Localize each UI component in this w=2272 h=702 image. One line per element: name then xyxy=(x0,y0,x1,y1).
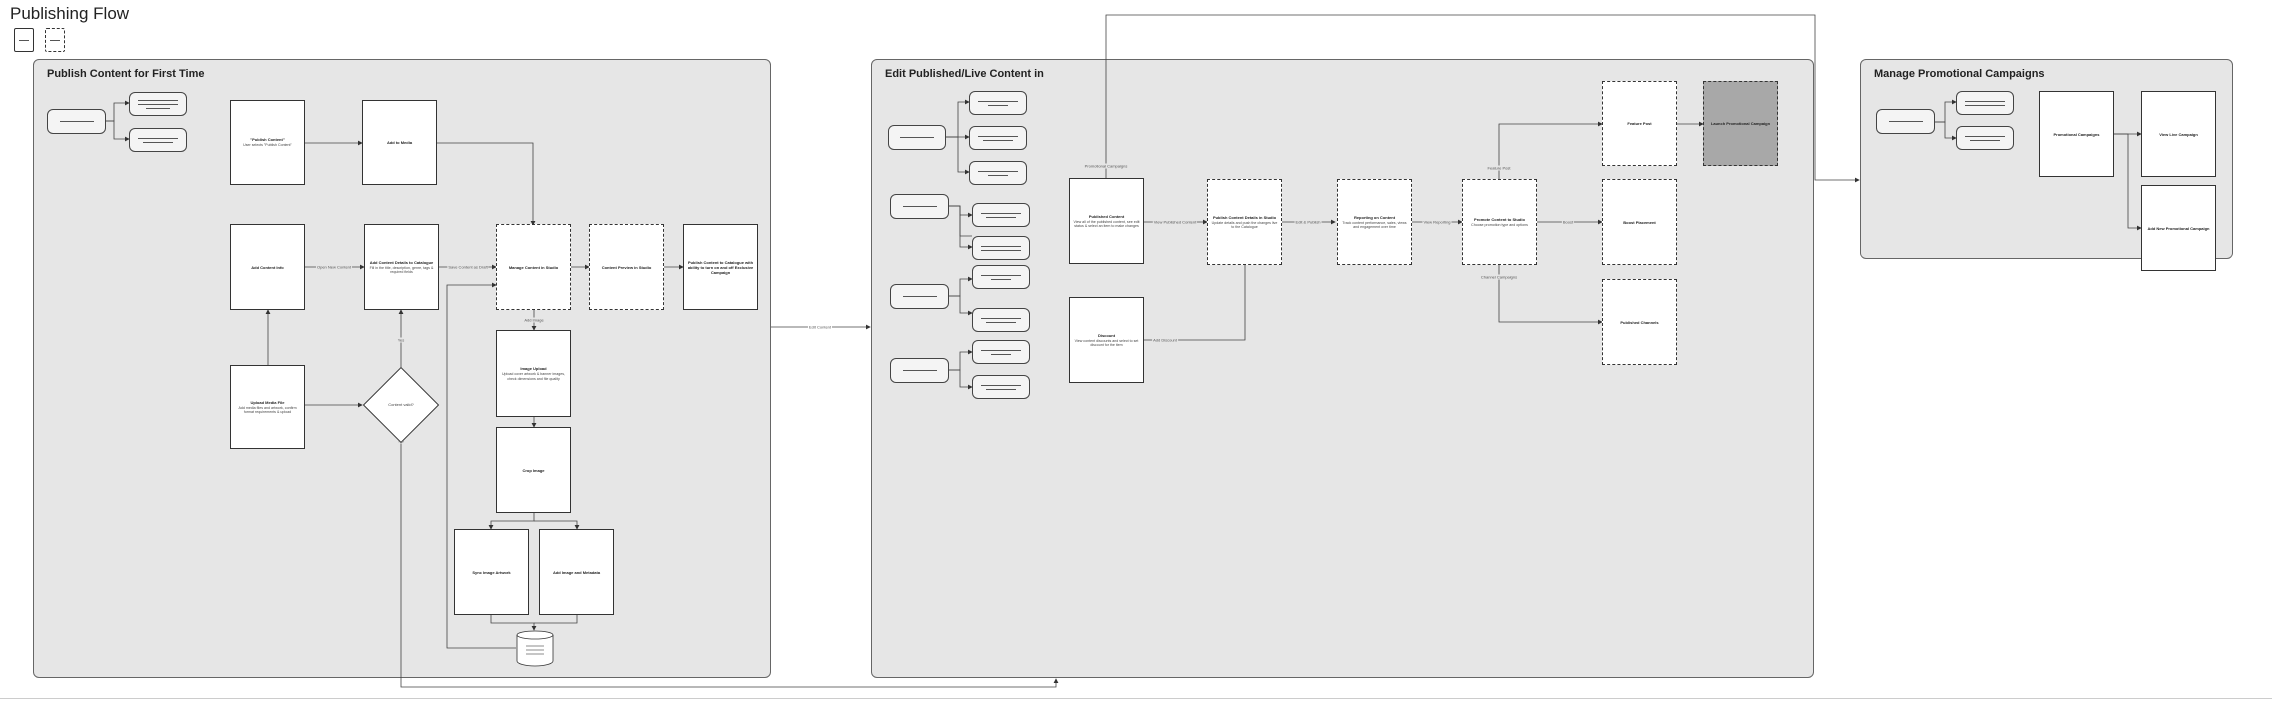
edge-label-edit-publish: Edit & Publish xyxy=(1294,219,1322,225)
node-add-details[interactable]: Add Content Details to Catalogue Fill in… xyxy=(364,224,439,310)
legend-dashed-box xyxy=(45,28,65,52)
bottom-divider xyxy=(0,698,2272,699)
node-discount[interactable]: Discount View content discounts and sele… xyxy=(1069,297,1144,383)
list-item-pill[interactable] xyxy=(972,236,1030,260)
edge-label-add-discount: Add Discount xyxy=(1152,337,1178,343)
node-feature-dark[interactable]: Launch Promotional Campaign xyxy=(1703,81,1778,166)
node-publish-content[interactable]: "Publish Content" User selects "Publish … xyxy=(230,100,305,185)
list-item-pill[interactable] xyxy=(888,125,946,150)
edge-label-save-draft: Save Content as Draft xyxy=(447,264,489,270)
edge-label-feature: Feature Post xyxy=(1486,165,1512,171)
list-item-pill[interactable] xyxy=(1876,109,1935,134)
group-title-first-time: Publish Content for First Time xyxy=(47,68,205,80)
list-item-pill[interactable] xyxy=(972,265,1030,289)
edge-label-add-image: Add Image xyxy=(523,317,545,323)
list-item-pill[interactable] xyxy=(972,340,1030,364)
edge-label-boost: Boost xyxy=(1561,219,1575,225)
database-icon xyxy=(516,630,554,667)
node-publish-settings[interactable]: Publish Content to Catalogue with abilit… xyxy=(683,224,758,310)
node-feature-post[interactable]: Feature Post xyxy=(1602,81,1677,166)
list-item-pill[interactable] xyxy=(1956,126,2014,150)
node-content-preview[interactable]: Content Preview in Studio xyxy=(589,224,664,310)
node-reporting[interactable]: Reporting on Content Track content perfo… xyxy=(1337,179,1412,265)
node-add-image[interactable]: Add Image and Metadata xyxy=(539,529,614,615)
group-title-edit: Edit Published/Live Content in xyxy=(885,68,1044,80)
node-crop-image[interactable]: Crop Image xyxy=(496,427,571,513)
page-title: Publishing Flow xyxy=(10,4,130,23)
edge-label-view-reporting: View Reporting xyxy=(1422,219,1452,225)
edge-label-channels: Channel Campaigns xyxy=(1479,274,1519,280)
list-item-pill[interactable] xyxy=(1956,91,2014,115)
node-image-upload[interactable]: Image Upload Upload cover artwork & bann… xyxy=(496,330,571,417)
list-item-pill[interactable] xyxy=(890,194,949,219)
list-item-pill[interactable] xyxy=(972,308,1030,332)
edge-label-open-form: Open New Content xyxy=(315,264,353,270)
edge-label-view-details: View Published Content xyxy=(1152,219,1198,225)
list-item-pill[interactable] xyxy=(47,109,106,134)
node-add-campaign[interactable]: Add New Promotional Campaign xyxy=(2141,185,2216,271)
edge-label-promo-link: Promotional Campaigns xyxy=(1083,163,1129,169)
list-item-pill[interactable] xyxy=(969,126,1027,150)
node-boost-placement[interactable]: Boost Placement xyxy=(1602,179,1677,265)
list-item-pill[interactable] xyxy=(969,161,1027,185)
node-view-campaign[interactable]: View Live Campaign xyxy=(2141,91,2216,177)
node-promo-campaigns[interactable]: Promotional Campaigns xyxy=(2039,91,2114,177)
list-item-pill[interactable] xyxy=(890,284,949,309)
node-add-info[interactable]: Add Content Info xyxy=(230,224,305,310)
list-item-pill[interactable] xyxy=(972,375,1030,399)
group-title-promo: Manage Promotional Campaigns xyxy=(1874,68,2045,80)
legend-solid-box xyxy=(14,28,34,52)
list-item-pill[interactable] xyxy=(129,128,187,152)
node-sync-artwork[interactable]: Sync Image Artwork xyxy=(454,529,529,615)
decision-text: Content valid? xyxy=(388,402,414,407)
list-item-pill[interactable] xyxy=(890,358,949,383)
node-add-media[interactable]: Add to Media xyxy=(362,100,437,185)
node-published-content[interactable]: Published Content View all of the publis… xyxy=(1069,178,1144,264)
node-publish-update[interactable]: Publish Content Details in Studio Update… xyxy=(1207,179,1282,265)
edge-label-yes: Yes xyxy=(396,337,406,343)
node-promote-content[interactable]: Promote Content to Studio Choose promoti… xyxy=(1462,179,1537,265)
list-item-pill[interactable] xyxy=(972,203,1030,227)
list-item-pill[interactable] xyxy=(129,92,187,116)
node-manage-catalogue[interactable]: Manage Content in Studio xyxy=(496,224,571,310)
node-published-channels[interactable]: Published Channels xyxy=(1602,279,1677,365)
list-item-pill[interactable] xyxy=(969,91,1027,115)
node-upload-media[interactable]: Upload Media File Add media files and ar… xyxy=(230,365,305,449)
edge-label-edit-content: Edit Content xyxy=(807,324,833,330)
